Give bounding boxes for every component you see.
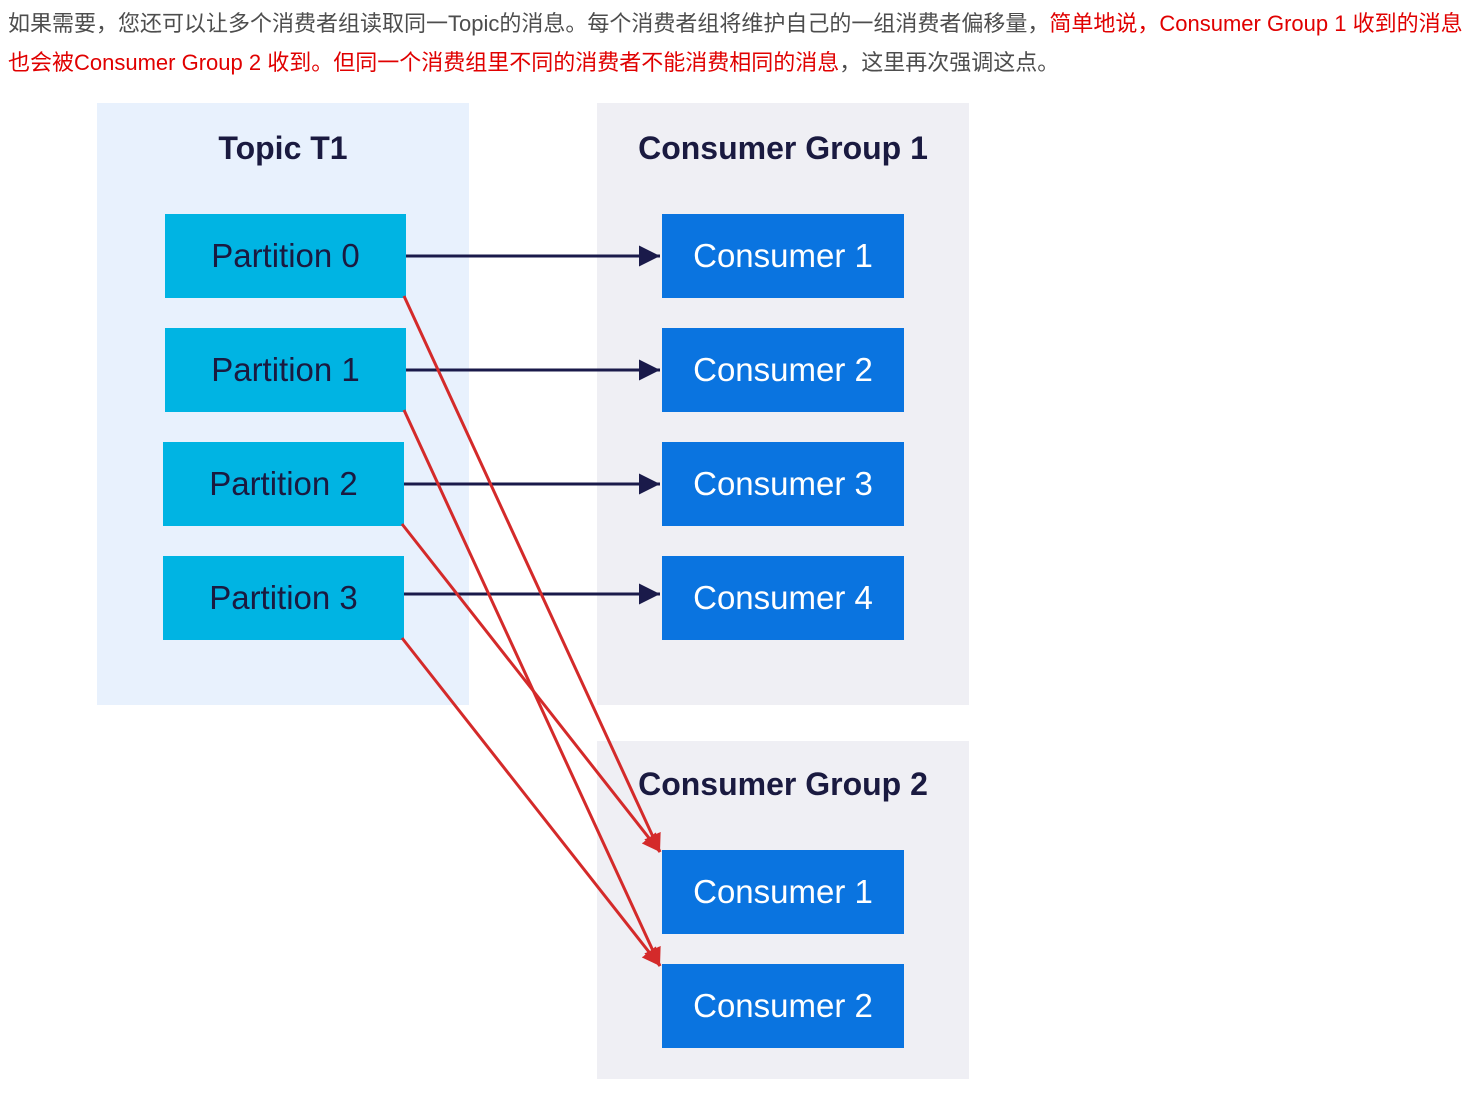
group-2-consumer-2-box: Consumer 2 [662,964,904,1048]
partition-3-box: Partition 3 [163,556,404,640]
group-1-consumer-3-box: Consumer 3 [662,442,904,526]
group-1-consumer-1-box: Consumer 1 [662,214,904,298]
consumer-group-2-title: Consumer Group 2 [638,766,928,802]
arrow-p2-to-g2c1 [400,523,662,853]
partition-0-box: Partition 0 [165,214,406,298]
partition-2-box: Partition 2 [163,442,404,526]
group-1-consumer-2-box: Consumer 2 [662,328,904,412]
consumer-group-1-title: Consumer Group 1 [638,130,928,166]
paragraph-highlight: 简单地说，Consumer Group 1 收到的消息也会被Consumer G… [8,11,1463,75]
paragraph-text-1: 如果需要，您还可以让多个消费者组读取同一Topic的消息。每个消费者组将维护自己… [8,11,1050,36]
description-paragraph: 如果需要，您还可以让多个消费者组读取同一Topic的消息。每个消费者组将维护自己… [8,4,1466,82]
arrow-p0-to-g2c1 [402,295,662,853]
paragraph-text-2: ，这里再次强调这点。 [839,50,1060,75]
group-1-consumer-4-box: Consumer 4 [662,556,904,640]
topic-title: Topic T1 [218,130,348,166]
group-2-consumer-1-box: Consumer 1 [662,850,904,934]
partition-1-box: Partition 1 [165,328,406,412]
arrow-p3-to-g2c2 [400,637,662,967]
